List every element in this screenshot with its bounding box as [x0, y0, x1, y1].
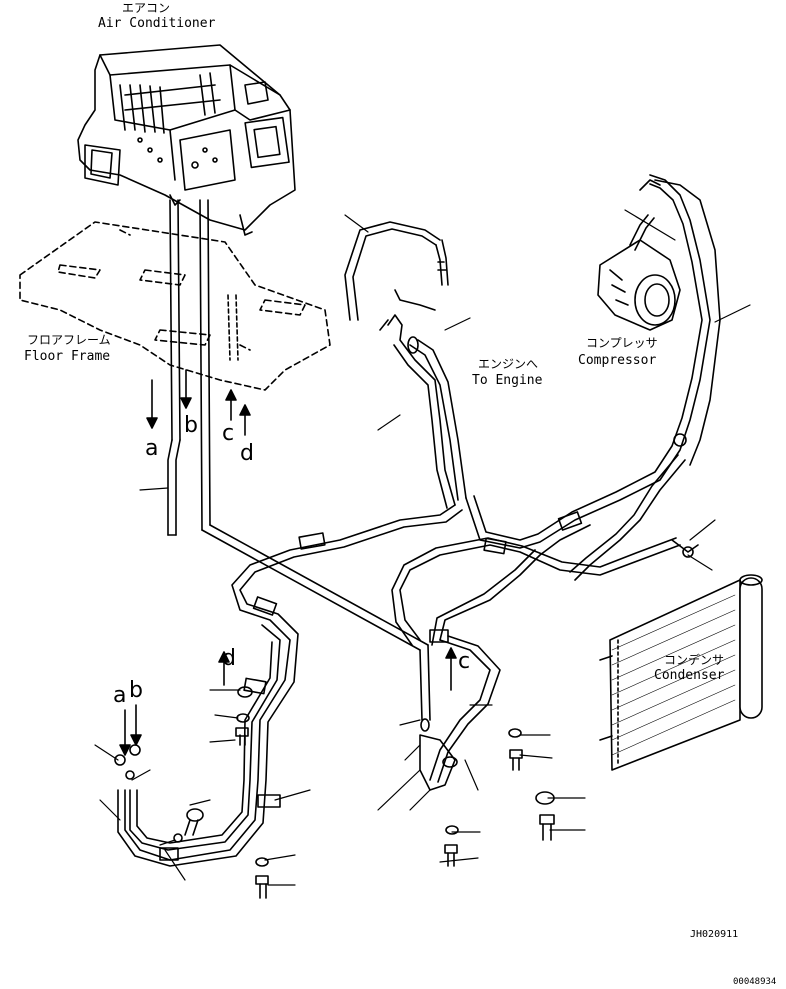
- floor-frame-label-jp: フロアフレーム: [27, 333, 111, 347]
- ac-pipes: [167, 199, 431, 721]
- letter-d-bottom: d: [222, 646, 236, 671]
- letter-c-top: c: [222, 421, 234, 446]
- condenser-label-en: Condenser: [654, 668, 725, 683]
- engine-hoses: [344, 221, 467, 509]
- engine-label-jp: エンジンへ: [478, 357, 539, 371]
- floor-connection-arrows: [146, 369, 251, 436]
- main-hose-left: [117, 504, 463, 867]
- compressor-label-en: Compressor: [578, 353, 657, 368]
- letter-a-bottom: a: [113, 683, 126, 708]
- air-conditioner-label-jp: エアコン: [122, 1, 171, 15]
- letter-b-top: b: [184, 413, 198, 438]
- engine-label-en: To Engine: [472, 373, 543, 388]
- compressor-label-jp: コンプレッサ: [586, 336, 658, 350]
- air-conditioner-unit: [77, 44, 296, 236]
- condenser-label-jp: コンデンサ: [664, 653, 725, 667]
- condenser: [599, 574, 763, 771]
- main-hose-right: [391, 174, 721, 783]
- letter-d-top: d: [240, 441, 254, 466]
- letter-a-top: a: [145, 436, 158, 461]
- letter-b-bottom: b: [129, 678, 143, 703]
- bottom-center-fittings: [419, 647, 555, 867]
- drawing-id: JH020911: [690, 929, 739, 940]
- bottom-left-fittings: [114, 651, 269, 899]
- sheet-id: 00048934: [733, 977, 777, 987]
- letter-c-bottom: c: [458, 649, 470, 674]
- floor-frame-label-en: Floor Frame: [24, 349, 111, 364]
- compressor: [597, 214, 681, 331]
- air-conditioner-label-en: Air Conditioner: [98, 16, 216, 31]
- leader-lines: [94, 209, 751, 886]
- floor-frame-plate: [19, 221, 331, 391]
